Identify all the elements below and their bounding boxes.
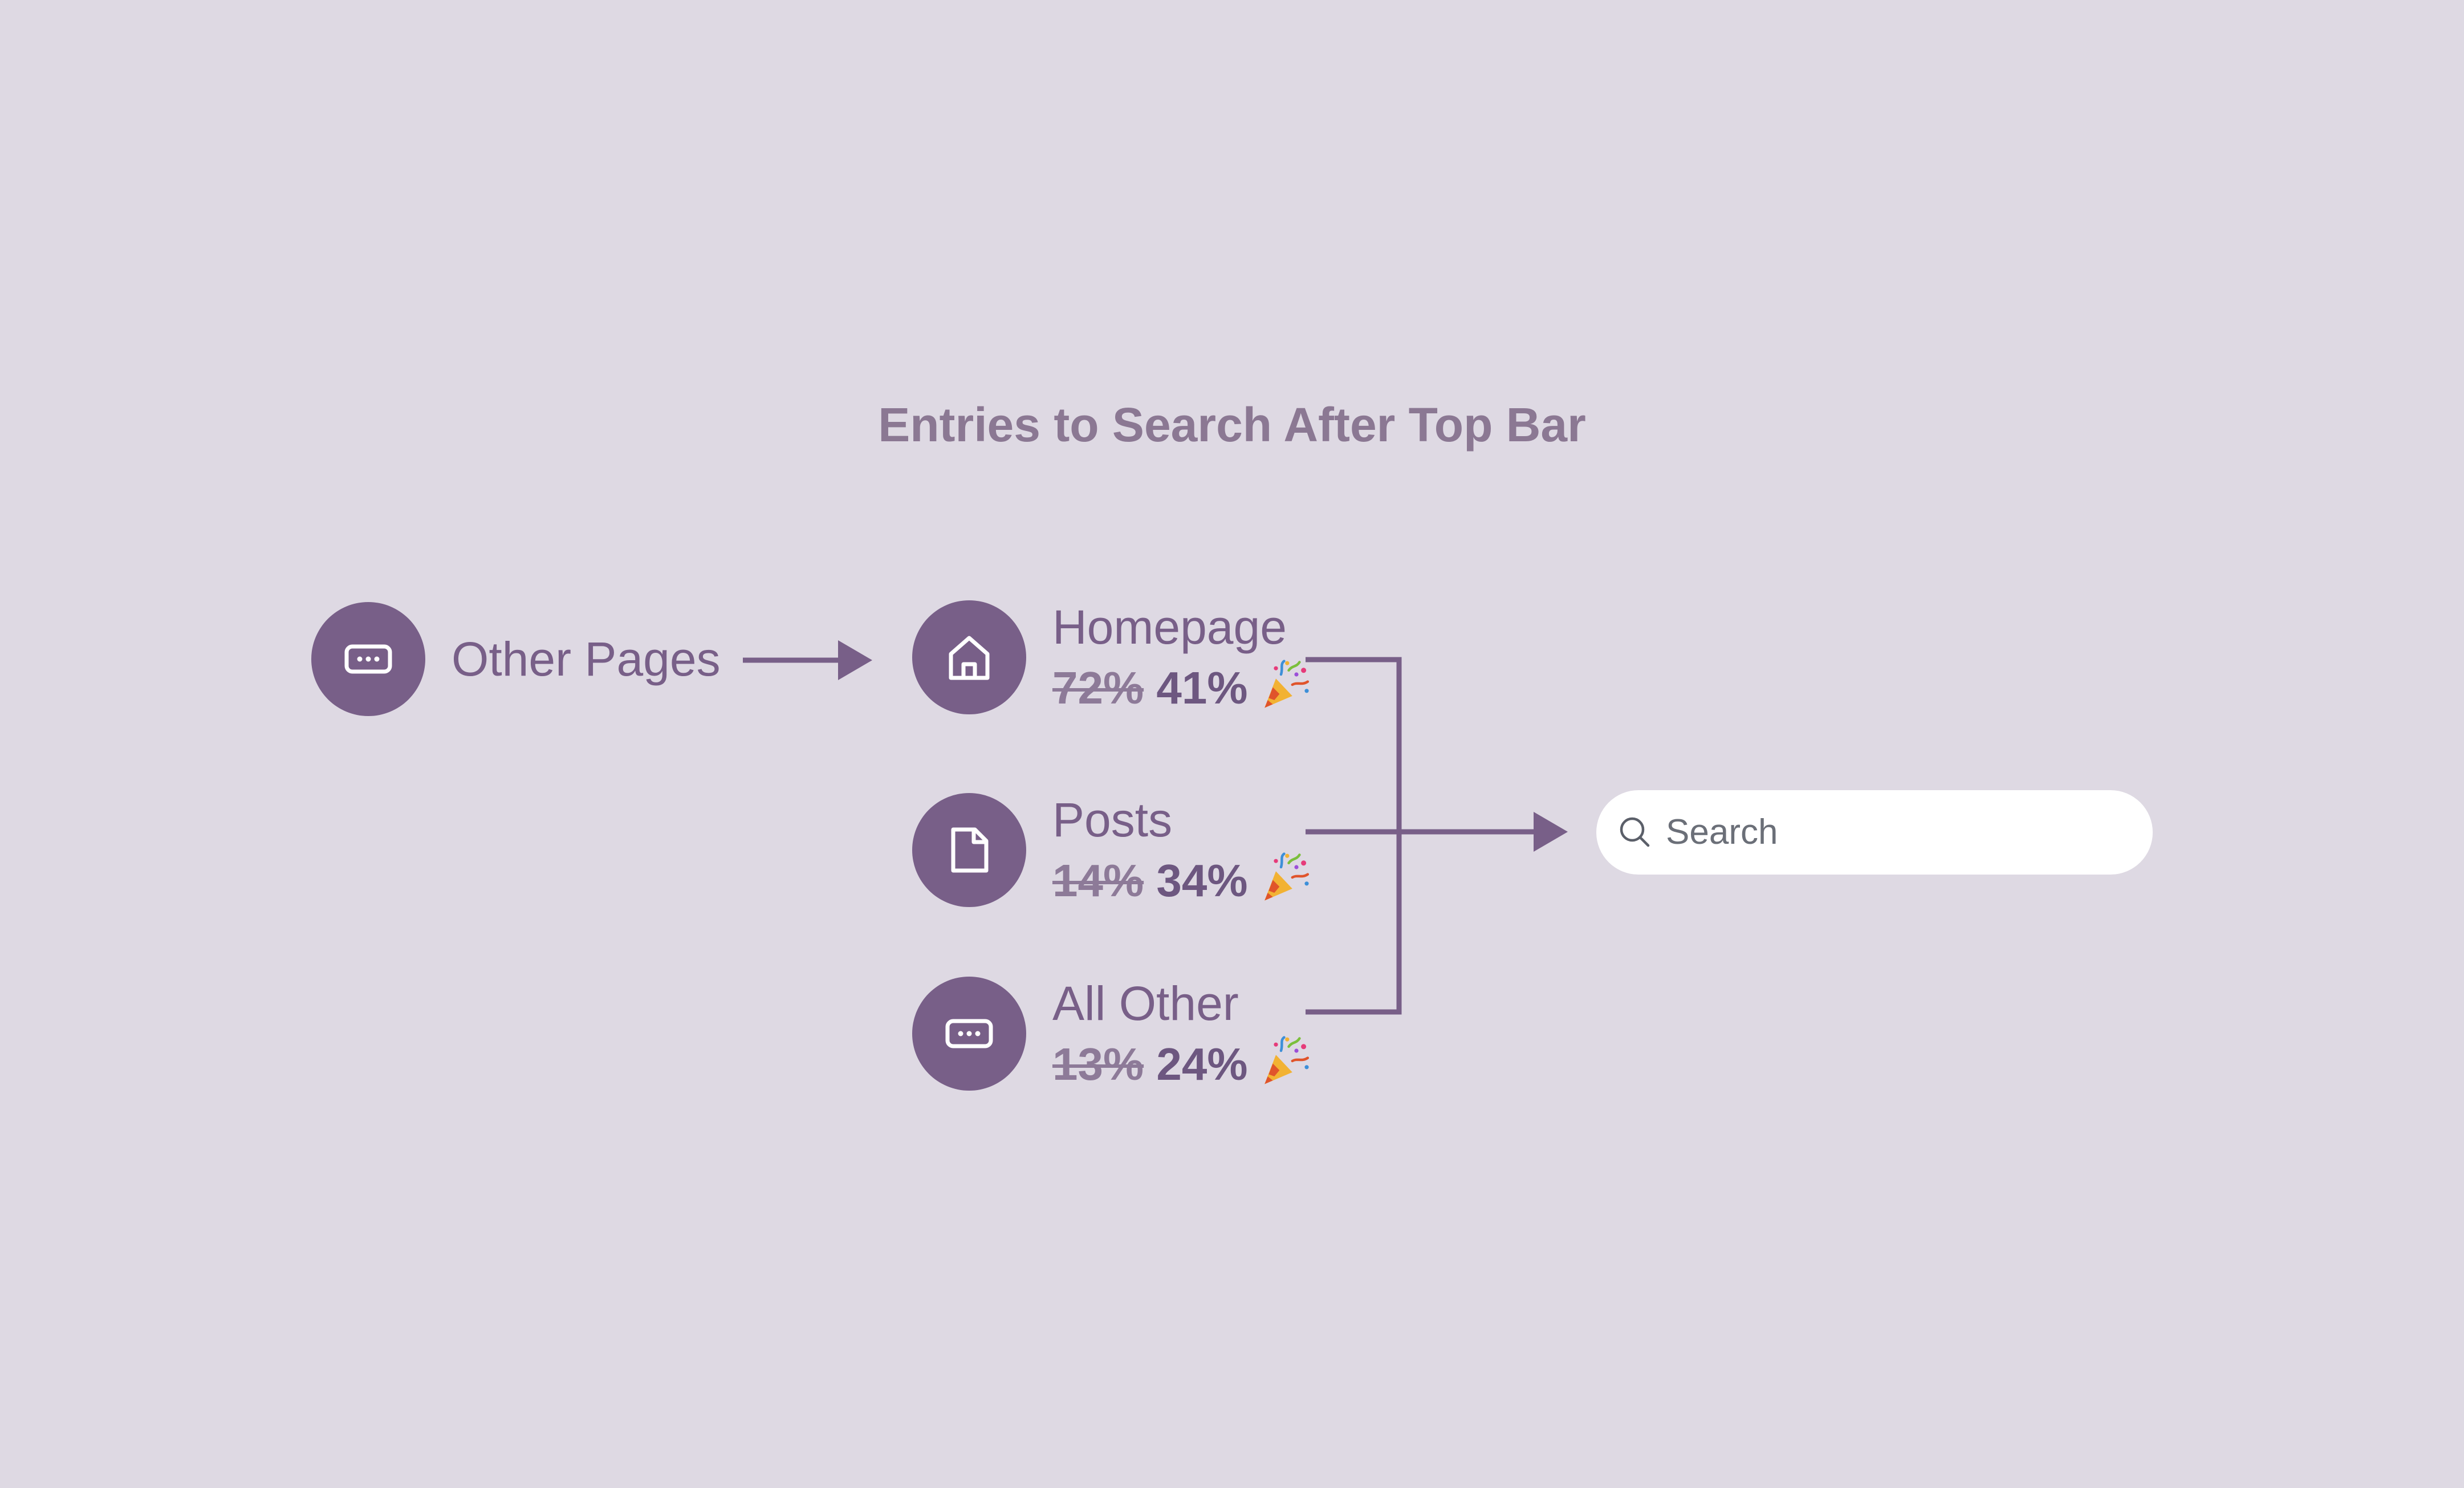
entry-label-homepage: Homepage [1052, 600, 1287, 654]
new-percent: 34% [1156, 855, 1248, 906]
old-percent: 13% [1052, 1039, 1144, 1089]
entry-label-posts: Posts [1052, 793, 1173, 847]
document-icon [951, 827, 989, 873]
posts-node-icon-circle [912, 793, 1026, 907]
entry-percent-row-all-other: 13% 24% [1052, 1035, 1312, 1093]
old-percent: 72% [1052, 662, 1144, 713]
new-percent: 41% [1156, 662, 1248, 713]
homepage-node-icon-circle [912, 600, 1026, 714]
bracket-connector [1306, 657, 1402, 1015]
all-other-node-icon-circle [912, 977, 1026, 1091]
home-icon [949, 636, 990, 680]
diagram-title: Entries to Search After Top Bar [878, 398, 1586, 452]
source-label: Other Pages [452, 632, 721, 686]
search-bar[interactable] [1596, 790, 2153, 875]
entry-percent-row-homepage: 72% 41% [1052, 659, 1312, 717]
old-percent: 14% [1052, 855, 1144, 906]
arrow-source-to-entries [743, 640, 872, 680]
entry-label-all-other: All Other [1052, 977, 1239, 1030]
other-pages-node-icon-circle [311, 602, 425, 716]
entry-percent-row-posts: 14% 34% [1052, 852, 1312, 909]
search-input[interactable] [1666, 804, 2122, 861]
search-icon [1620, 817, 1650, 847]
arrow-to-search [1399, 812, 1568, 852]
new-percent: 24% [1156, 1039, 1248, 1089]
